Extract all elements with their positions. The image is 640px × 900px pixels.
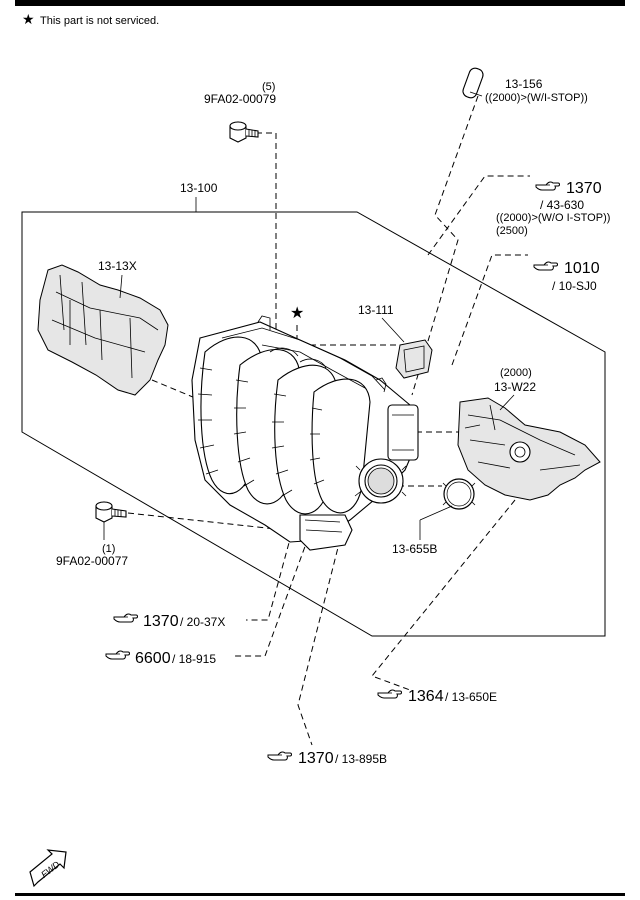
plug-13-156[interactable] [461, 67, 484, 100]
label-qty-13-w22: (2000) [500, 367, 532, 379]
label-13-111: 13-111 [358, 303, 394, 317]
ref-1364-group[interactable]: 1364 [408, 688, 444, 705]
ref-43-630[interactable]: / 43-630 [540, 198, 584, 212]
leader-13-w22-label [499, 394, 515, 411]
hand-ref-icon [377, 689, 402, 699]
ref-13-650e[interactable]: / 13-650E [445, 690, 497, 704]
gasket-13-655b[interactable] [442, 478, 476, 510]
bolt-9fa02-00077[interactable] [95, 501, 127, 523]
cover-13-111[interactable] [395, 339, 433, 379]
label-9fa02-00079: 9FA02-00079 [204, 92, 276, 106]
label-9fa02-00077: 9FA02-00077 [56, 554, 128, 568]
leader-6600 [232, 499, 323, 657]
heat-shield-13-w22[interactable] [457, 397, 601, 501]
top-bar [15, 0, 625, 6]
hand-ref-icon [535, 181, 560, 191]
label-13-655b: 13-655B [392, 542, 437, 556]
ref-13-895b[interactable]: / 13-895B [335, 752, 387, 766]
label-qty-00077: (1) [102, 543, 115, 555]
star-icon: ★ [22, 11, 35, 27]
ref-43-630-note: ((2000)>(W/O I-STOP)) [496, 212, 610, 224]
ref-1370-2037x-group[interactable]: 1370 [143, 613, 179, 630]
leader-1364 [371, 499, 516, 691]
label-13-100: 13-100 [180, 181, 218, 195]
label-13-156: 13-156 [505, 77, 543, 91]
hand-ref-icon [113, 613, 138, 623]
hand-ref-icon [105, 650, 130, 660]
leader-bolt-00077 [127, 512, 286, 531]
label-13-13x: 13-13X [98, 259, 137, 273]
heat-shield-13-13x[interactable] [37, 264, 169, 396]
leader-1010 [451, 254, 528, 366]
hand-ref-icon [533, 261, 558, 271]
label-13-156-note: ((2000)>(W/I-STOP)) [485, 92, 588, 104]
ref-18-915[interactable]: / 18-915 [172, 652, 216, 666]
ref-1010-group[interactable]: 1010 [564, 260, 600, 277]
ref-10-sj0[interactable]: / 10-SJ0 [552, 279, 597, 293]
ref-1370-13895b-group[interactable]: 1370 [298, 750, 334, 767]
header-note: This part is not serviced. [40, 15, 159, 27]
bolt-9fa02-00079[interactable] [229, 121, 259, 143]
intake-manifold-13-100[interactable] [191, 315, 419, 551]
label-13-w22: 13-W22 [494, 380, 536, 394]
leader-13-156 [411, 95, 479, 396]
ref-20-37x[interactable]: / 20-37X [180, 615, 225, 629]
leader-bolt-00079 [256, 132, 277, 345]
leader-1370-13895b [297, 519, 346, 746]
star-icon: ★ [290, 305, 304, 322]
ref-6600-group[interactable]: 6600 [135, 650, 171, 667]
bottom-bar [15, 893, 625, 896]
leader-13-655b-2 [419, 505, 453, 521]
label-qty-00079: (5) [262, 81, 275, 93]
leader-13-111-label [381, 317, 405, 343]
ref-1370-group[interactable]: 1370 [566, 180, 602, 197]
fwd-arrow-icon: FWD [29, 849, 67, 888]
leader-1370-43630 [427, 175, 530, 256]
leader-13-13x [151, 379, 201, 401]
assembly-boundary [21, 211, 606, 637]
hand-ref-icon [267, 751, 292, 761]
leader-13-13x-label [119, 274, 123, 299]
ref-43-630-note2: (2500) [496, 225, 528, 237]
